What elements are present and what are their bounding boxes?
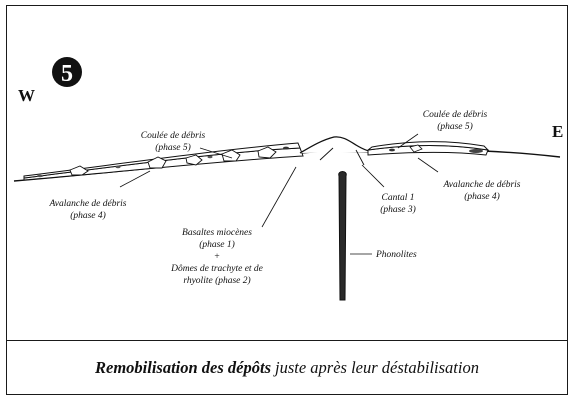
west-label: W	[18, 86, 35, 105]
caption-bold: Remobilisation des dépôts	[95, 357, 272, 377]
label-cantal: Cantal 1	[382, 193, 415, 203]
figure-caption: Remobilisation des dépôts juste après le…	[6, 341, 568, 394]
label-cantal-phase: (phase 3)	[380, 204, 416, 215]
label-avalanche-left: Avalanche de débris	[48, 199, 126, 209]
step-number-badge: 5	[52, 57, 82, 87]
label-basaltes-phase: (phase 1)	[199, 239, 235, 250]
label-domes: Dômes de trachyte et de	[170, 264, 263, 274]
east-label: E	[552, 122, 563, 141]
geological-cross-section: 5 W E	[13, 57, 563, 301]
label-basaltes: Basaltes miocènes	[182, 228, 252, 238]
diagram-labels: Coulée de débris (phase 5) Coulée de déb…	[48, 110, 520, 286]
label-coulee-left: Coulée de débris	[141, 131, 206, 141]
label-plus: +	[214, 252, 220, 262]
label-coulee-left-phase: (phase 5)	[155, 142, 191, 153]
label-avalanche-left-phase: (phase 4)	[70, 210, 106, 221]
caption-normal: juste après leur déstabilisation	[275, 357, 479, 377]
label-phonolites: Phonolites	[375, 250, 417, 260]
phonolite-intrusion	[338, 171, 347, 301]
label-avalanche-right-phase: (phase 4)	[464, 191, 500, 202]
right-debris-deposit	[367, 141, 490, 156]
label-leader-lines	[119, 133, 439, 255]
svg-text:5: 5	[61, 61, 73, 87]
figure-frame	[6, 5, 568, 395]
label-domes-phase: rhyolite (phase 2)	[183, 275, 250, 286]
label-coulee-right-phase: (phase 5)	[437, 121, 473, 132]
caption-divider	[6, 340, 568, 341]
left-debris-deposit	[23, 142, 304, 181]
label-avalanche-right: Avalanche de débris	[442, 180, 520, 190]
label-coulee-right: Coulée de débris	[423, 110, 488, 120]
